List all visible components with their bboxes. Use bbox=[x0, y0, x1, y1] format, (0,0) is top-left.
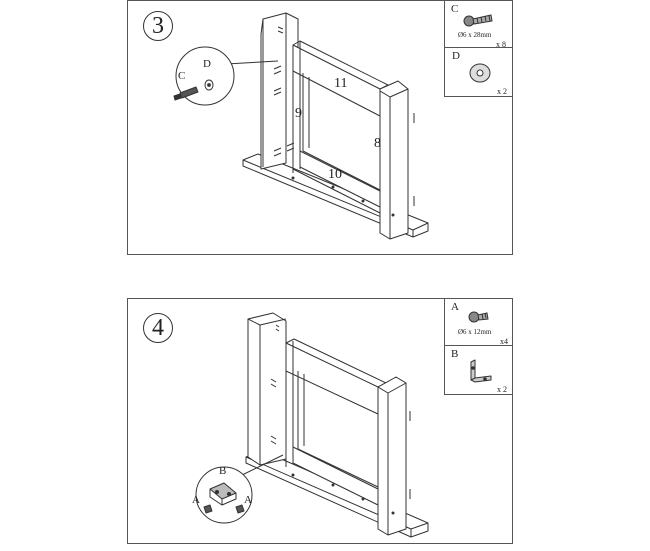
part-qty-d: x 2 bbox=[497, 87, 507, 96]
part-label-11: 11 bbox=[334, 76, 348, 91]
part-qty-b: x 2 bbox=[497, 385, 507, 394]
part-letter-c: C bbox=[451, 3, 459, 15]
part-spec-a: Ø6 x 12mm bbox=[458, 328, 492, 336]
detail-label-b: B bbox=[219, 465, 227, 477]
detail-label-c: C bbox=[178, 70, 186, 82]
part-letter-a: A bbox=[451, 301, 459, 313]
part-box-b: B x 2 bbox=[444, 345, 513, 395]
part-box-a: A Ø6 x 12mm x4 bbox=[444, 298, 513, 346]
part-label-9: 9 bbox=[295, 106, 302, 121]
washer-icon bbox=[469, 63, 491, 83]
screw-icon bbox=[463, 14, 493, 27]
part-label-8: 8 bbox=[374, 136, 381, 151]
part-letter-b: B bbox=[451, 348, 459, 360]
step-4-illustration bbox=[195, 312, 429, 538]
step-3-illustration bbox=[173, 12, 429, 240]
detail-label-d: D bbox=[203, 58, 211, 70]
detail-label-a-right: A bbox=[244, 494, 252, 506]
angle-bracket-icon bbox=[470, 359, 492, 383]
part-box-d: D x 2 bbox=[444, 47, 513, 97]
step-3-panel: 3 C D 11 9 8 10 bbox=[127, 0, 513, 255]
screw-icon bbox=[468, 311, 489, 323]
part-label-10: 10 bbox=[328, 167, 342, 182]
part-spec-c: Ø6 x 28mm bbox=[458, 31, 492, 39]
part-qty-a: x4 bbox=[500, 337, 508, 346]
step-number-4: 4 bbox=[143, 313, 173, 343]
step-4-panel: 4 B A A bbox=[127, 298, 513, 544]
step-number-3: 3 bbox=[143, 11, 173, 41]
detail-label-a-left: A bbox=[192, 494, 200, 506]
part-qty-c: x 8 bbox=[496, 40, 506, 49]
part-letter-d: D bbox=[452, 50, 460, 62]
part-box-c: C Ø6 x 28mm x 8 bbox=[444, 0, 513, 49]
